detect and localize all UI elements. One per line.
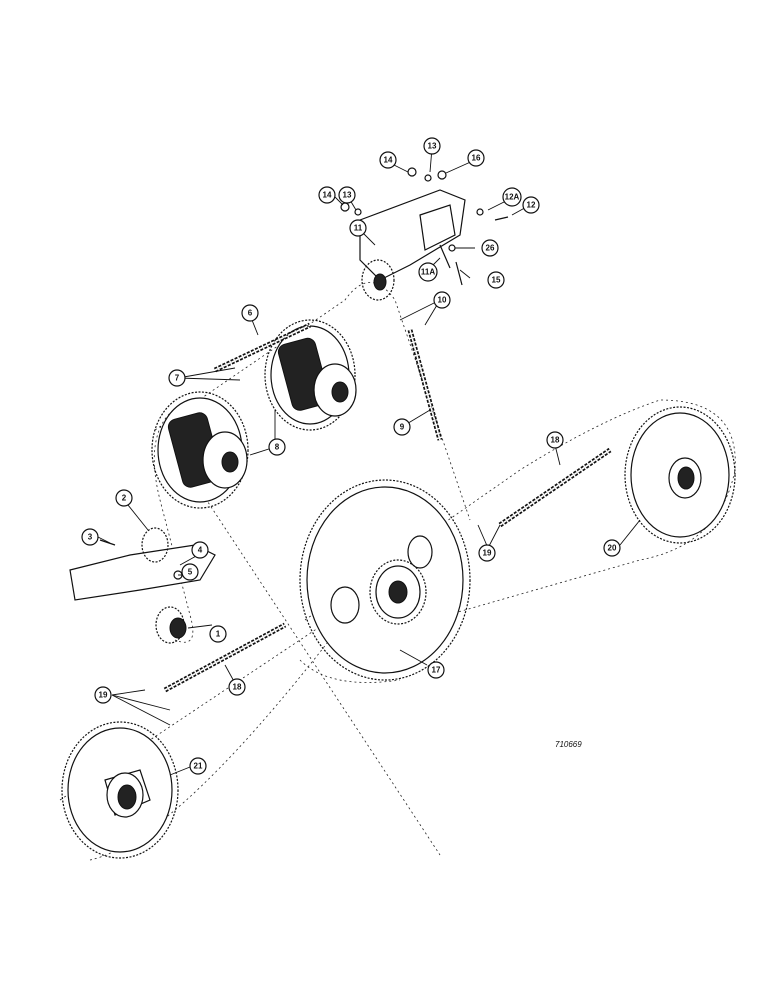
- roller-chains: [163, 322, 612, 693]
- svg-text:17: 17: [432, 666, 441, 675]
- svg-text:20: 20: [608, 544, 617, 553]
- callout-21: 21: [189, 757, 207, 775]
- clutch-assembly-8-right: [264, 319, 357, 431]
- svg-text:21: 21: [194, 762, 203, 771]
- svg-text:9: 9: [400, 423, 405, 432]
- callout-14-top: 14: [379, 151, 397, 169]
- callout-7: 7: [168, 369, 186, 387]
- svg-text:11: 11: [354, 224, 363, 233]
- callout-12a: 12A: [502, 187, 522, 207]
- svg-text:5: 5: [188, 568, 193, 577]
- callout-2: 2: [115, 489, 133, 507]
- sprocket-20: [624, 406, 736, 544]
- idler-bracket-11: [359, 189, 466, 301]
- drive-sprocket-1-assembly: [69, 527, 216, 644]
- svg-text:12A: 12A: [505, 193, 520, 202]
- callout-15: 15: [487, 271, 505, 289]
- callout-3: 3: [81, 528, 99, 546]
- callout-1: 1: [209, 625, 227, 643]
- svg-text:1: 1: [216, 630, 221, 639]
- svg-text:2: 2: [122, 494, 127, 503]
- svg-text:7: 7: [175, 374, 180, 383]
- callout-20: 20: [603, 539, 621, 557]
- clutch-assembly-8-left: [151, 391, 249, 509]
- callout-9: 9: [393, 418, 411, 436]
- svg-text:19: 19: [99, 691, 108, 700]
- sprocket-21: [61, 721, 179, 859]
- callout-16: 16: [467, 149, 485, 167]
- svg-text:18: 18: [551, 436, 560, 445]
- svg-text:4: 4: [198, 546, 203, 555]
- svg-text:14: 14: [323, 191, 332, 200]
- callout-8: 8: [268, 438, 286, 456]
- svg-text:13: 13: [428, 142, 437, 151]
- drawing-reference-code: 710669: [555, 740, 582, 749]
- callout-12: 12: [522, 196, 540, 214]
- svg-text:18: 18: [233, 683, 242, 692]
- callout-18-right: 18: [546, 431, 564, 449]
- callout-10: 10: [433, 291, 451, 309]
- svg-text:15: 15: [492, 276, 501, 285]
- svg-text:3: 3: [88, 533, 93, 542]
- svg-text:14: 14: [384, 156, 393, 165]
- sprocket-17: [299, 479, 471, 681]
- callout-11a: 11A: [418, 262, 438, 282]
- svg-text:12: 12: [527, 201, 536, 210]
- svg-text:11A: 11A: [421, 268, 435, 277]
- callout-19-left: 19: [94, 686, 112, 704]
- callout-13-left: 13: [338, 186, 356, 204]
- svg-text:16: 16: [472, 154, 481, 163]
- callout-17: 17: [427, 661, 445, 679]
- callout-26: 26: [481, 239, 499, 257]
- callout-6: 6: [241, 304, 259, 322]
- svg-text:10: 10: [438, 296, 447, 305]
- callout-5: 5: [181, 563, 199, 581]
- svg-text:26: 26: [486, 244, 495, 253]
- callout-13-top: 13: [423, 137, 441, 155]
- callout-4: 4: [191, 541, 209, 559]
- callout-18-left: 18: [228, 678, 246, 696]
- svg-text:8: 8: [275, 443, 280, 452]
- callout-11: 11: [349, 219, 367, 237]
- svg-text:6: 6: [248, 309, 253, 318]
- callout-19-right: 19: [478, 544, 496, 562]
- callout-14-left: 14: [318, 186, 336, 204]
- svg-text:19: 19: [483, 549, 492, 558]
- svg-text:13: 13: [343, 191, 352, 200]
